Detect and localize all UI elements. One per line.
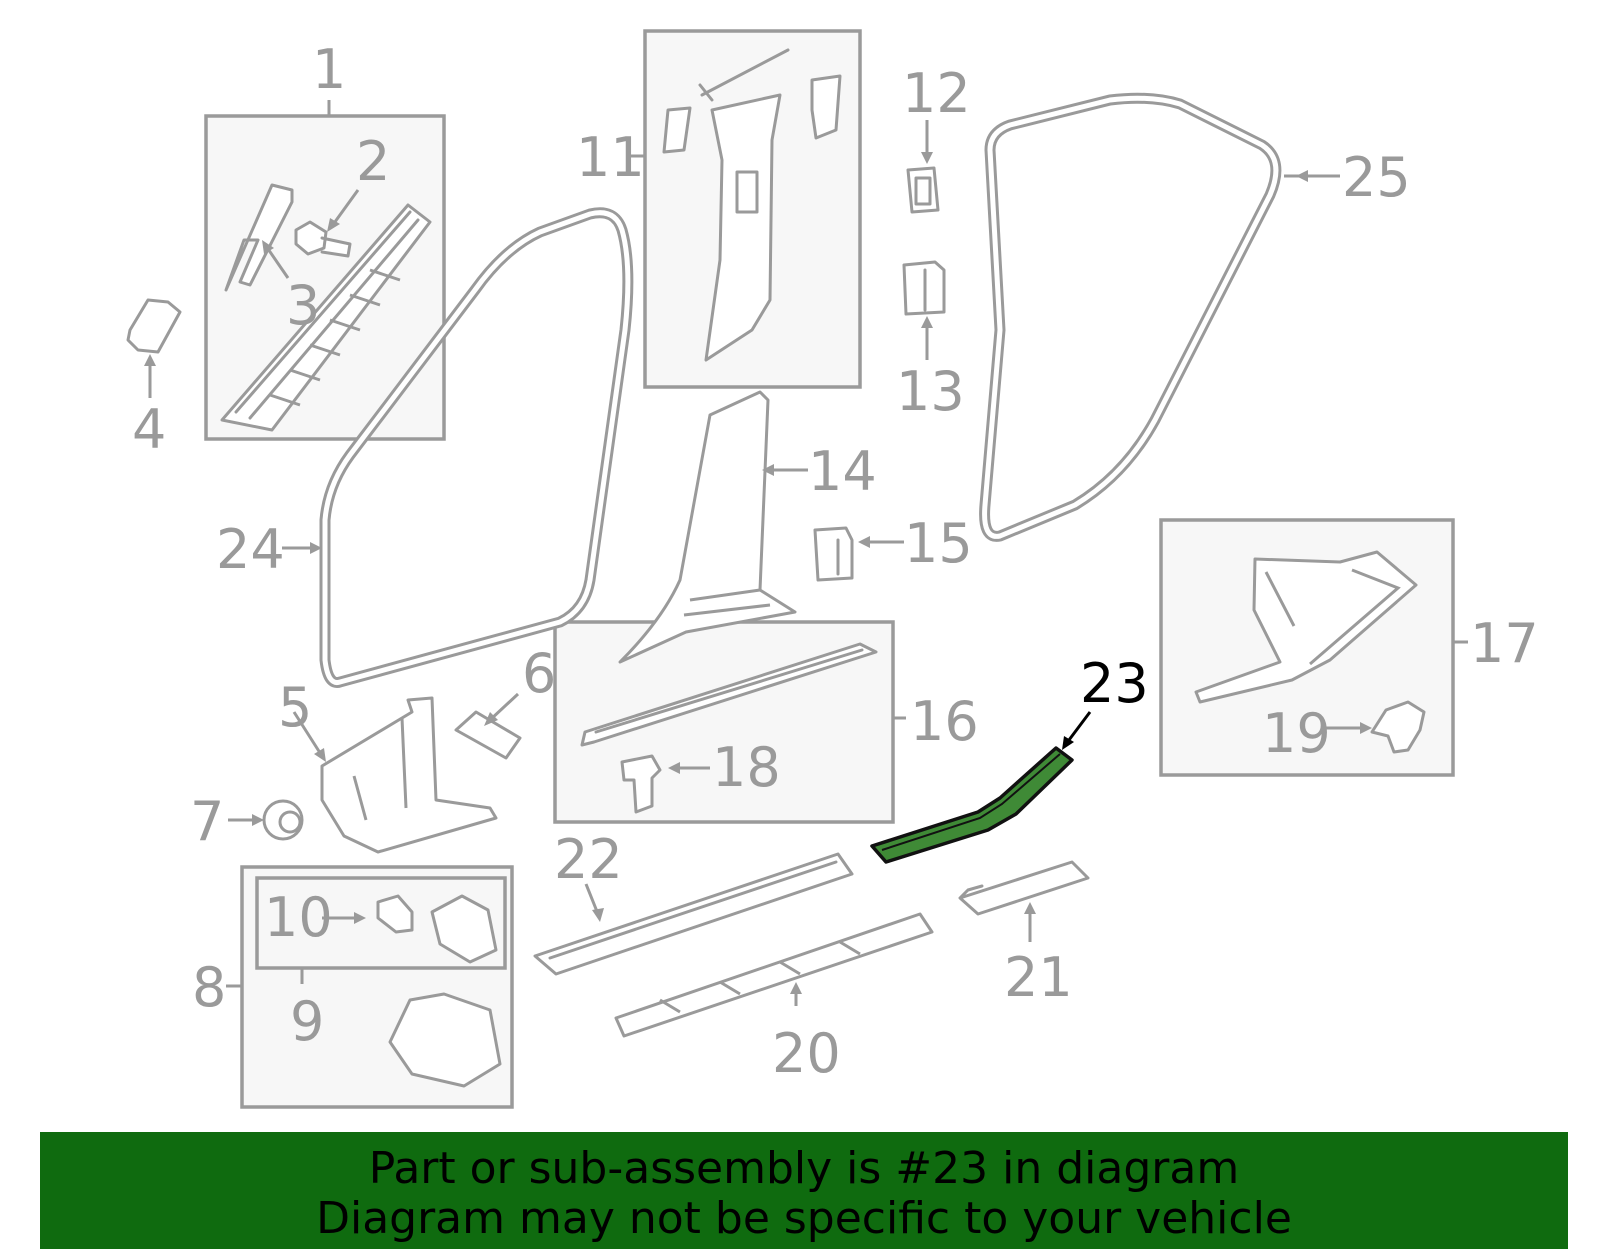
part-11-pillar-trim xyxy=(704,93,782,362)
callout-23: 23 xyxy=(1080,652,1149,715)
callout-9: 9 xyxy=(290,990,324,1053)
callout-24: 24 xyxy=(216,518,285,581)
callout-10: 10 xyxy=(264,886,333,949)
callout-15: 15 xyxy=(904,512,973,575)
callout-17: 17 xyxy=(1470,612,1539,675)
callout-2: 2 xyxy=(356,130,390,193)
callout-5: 5 xyxy=(278,676,312,739)
part-20-sill-reinforcement xyxy=(614,912,934,1038)
callout-12: 12 xyxy=(902,62,971,125)
part-8-lamp-housing xyxy=(388,992,502,1088)
callout-25: 25 xyxy=(1342,146,1411,209)
part-16-sill-trim xyxy=(580,642,878,747)
callout-22: 22 xyxy=(554,828,623,891)
callout-13: 13 xyxy=(896,360,965,423)
callout-6: 6 xyxy=(522,642,556,705)
callout-20: 20 xyxy=(772,1022,841,1085)
part-4-clip xyxy=(126,298,182,354)
callout-4: 4 xyxy=(132,398,166,461)
part-21-bracket xyxy=(958,860,1090,916)
part-13-clip xyxy=(902,260,946,316)
callout-1: 1 xyxy=(312,38,346,101)
info-banner: Part or sub-assembly is #23 in diagram D… xyxy=(40,1132,1568,1249)
part-23-highlighted[interactable] xyxy=(870,746,1074,864)
callout-3: 3 xyxy=(286,274,320,337)
leader-lines xyxy=(144,100,1468,1006)
callout-7: 7 xyxy=(190,790,224,853)
part-19-clip xyxy=(1370,700,1426,754)
part-6-clip xyxy=(454,710,522,760)
part-1-front-scuff xyxy=(220,203,432,432)
part-15-clip xyxy=(813,526,854,582)
callout-21: 21 xyxy=(1004,946,1073,1009)
banner-line-2: Diagram may not be specific to your vehi… xyxy=(316,1193,1292,1244)
callout-8: 8 xyxy=(192,956,226,1019)
part-18-clip xyxy=(620,754,662,814)
part-25-rear-weatherstrip xyxy=(979,92,1282,542)
callout-16: 16 xyxy=(910,690,979,753)
callout-14: 14 xyxy=(808,440,877,503)
part-9-switch xyxy=(430,894,498,964)
part-17-rear-scuff xyxy=(1194,550,1418,704)
callout-labels: 1 2 3 4 5 6 7 8 9 10 11 12 13 14 15 16 1… xyxy=(132,38,1539,1085)
banner-line-1: Part or sub-assembly is #23 in diagram xyxy=(368,1143,1240,1194)
callout-11: 11 xyxy=(576,126,645,189)
part-14-lower-pillar xyxy=(618,390,797,664)
part-22-sill-plate xyxy=(533,852,854,976)
part-3-bracket xyxy=(224,183,294,292)
part-2-bolt xyxy=(294,220,352,258)
part-10-bulb xyxy=(376,894,414,934)
part-12-clip xyxy=(906,166,940,214)
callout-18: 18 xyxy=(712,736,781,799)
callout-19: 19 xyxy=(1262,702,1331,765)
